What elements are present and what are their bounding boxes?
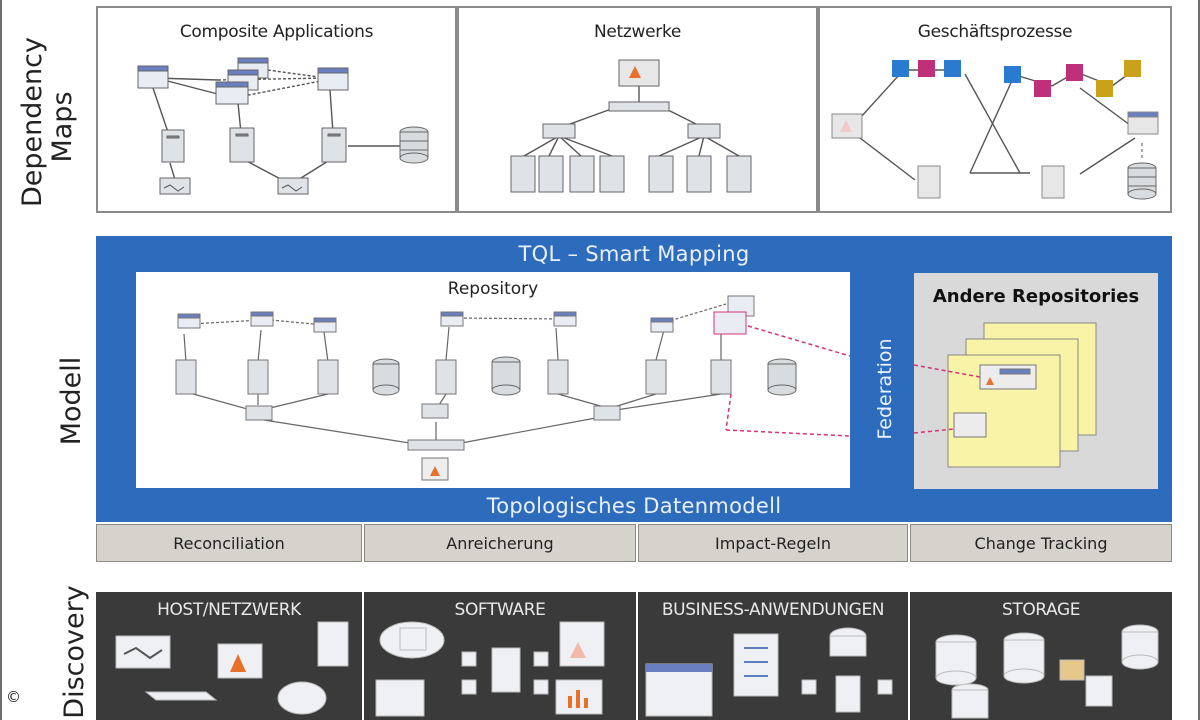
andere-repositories-diagram xyxy=(914,322,1097,468)
topologisches-datenmodell-title: Topologisches Datenmodell xyxy=(486,494,782,518)
composite-applications-title: Composite Applications xyxy=(179,22,374,42)
repository-box: Repository xyxy=(136,272,850,488)
left-frame-line xyxy=(0,0,2,720)
discovery-software-panel: SOFTWARE xyxy=(364,592,636,720)
netzwerke-diagram xyxy=(510,59,752,193)
business-anwendungen-icons xyxy=(645,627,893,717)
tql-smart-mapping-title: TQL – Smart Mapping xyxy=(518,242,750,266)
tab-impact-regeln: Impact-Regeln xyxy=(638,524,908,562)
host-netzwerk-icons xyxy=(115,621,349,715)
netzwerke-title: Netzwerke xyxy=(593,22,682,42)
tab-anreicherung-label: Anreicherung xyxy=(446,533,554,553)
geschaeftsprozesse-panel: Geschäftsprozesse xyxy=(818,6,1172,213)
discovery-business-anwendungen-panel: BUSINESS-ANWENDUNGEN xyxy=(638,592,908,720)
dependency-maps-side-label: Dependency Maps xyxy=(17,37,78,207)
modell-side-label: Modell xyxy=(56,356,87,446)
copyright-symbol: © xyxy=(6,688,21,706)
tab-anreicherung: Anreicherung xyxy=(364,524,636,562)
tab-change-tracking: Change Tracking xyxy=(910,524,1172,562)
tab-reconciliation: Reconciliation xyxy=(96,524,362,562)
host-netzwerk-title: HOST/NETZWERK xyxy=(157,600,301,620)
tab-change-tracking-label: Change Tracking xyxy=(974,533,1108,553)
geschaeftsprozesse-title: Geschäftsprozesse xyxy=(917,22,1073,42)
discovery-host-netzwerk-panel: HOST/NETZWERK xyxy=(96,592,362,720)
federation-label: Federation xyxy=(874,338,896,440)
repository-diagram xyxy=(175,295,850,481)
composite-applications-panel: Composite Applications xyxy=(96,6,457,213)
discovery-storage-panel: STORAGE xyxy=(910,592,1172,720)
storage-title: STORAGE xyxy=(1001,600,1081,620)
andere-repositories-box: Andere Repositories xyxy=(914,273,1158,489)
geschaeftsprozesse-diagram xyxy=(831,60,1159,200)
repository-title: Repository xyxy=(447,279,539,299)
storage-icons xyxy=(935,624,1159,719)
software-icons xyxy=(375,621,605,717)
tab-impact-regeln-label: Impact-Regeln xyxy=(715,533,831,553)
software-title: SOFTWARE xyxy=(454,600,546,620)
andere-repositories-title: Andere Repositories xyxy=(932,286,1140,307)
tab-reconciliation-label: Reconciliation xyxy=(173,533,285,553)
netzwerke-panel: Netzwerke xyxy=(457,6,818,213)
business-anwendungen-title: BUSINESS-ANWENDUNGEN xyxy=(661,600,885,620)
discovery-side-label: Discovery xyxy=(59,585,90,719)
right-frame-line xyxy=(1198,0,1200,720)
composite-applications-diagram xyxy=(137,57,429,195)
